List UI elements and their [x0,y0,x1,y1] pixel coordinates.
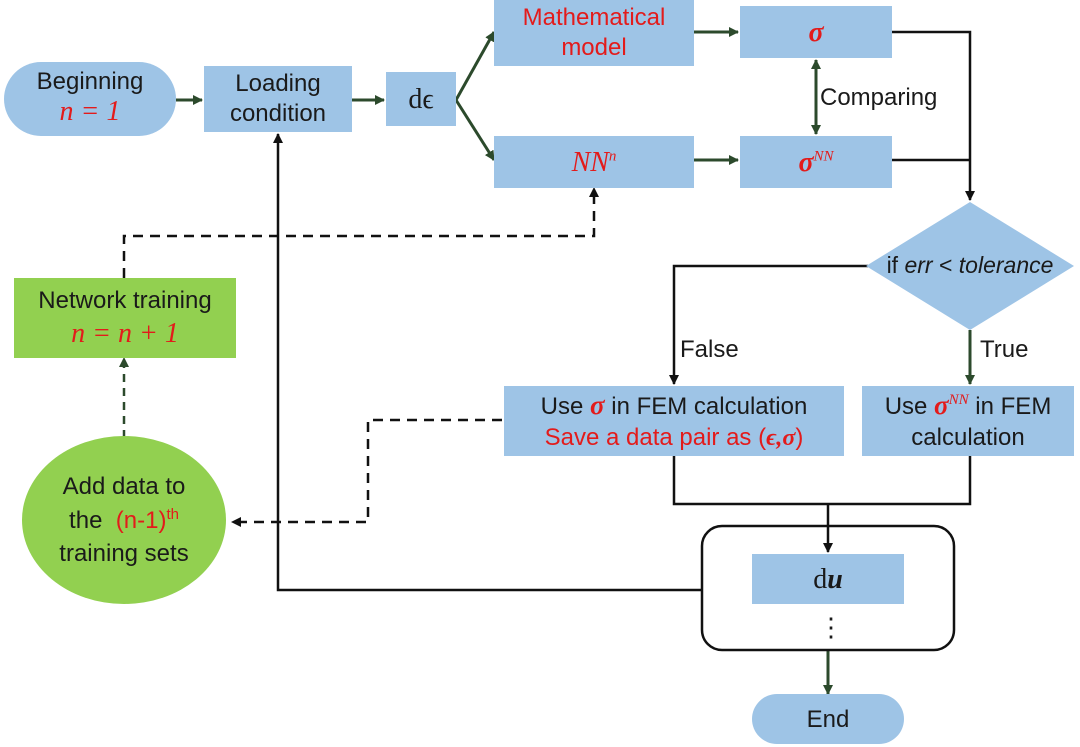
line-loop-back [273,133,702,592]
strain-increment-box: dϵ [386,72,456,126]
du-box: du [752,554,904,604]
dashed-training-to-nn [122,187,599,278]
nn-model-box: NNn [494,136,694,188]
sigma-box: σ [740,6,892,58]
math-model-box: Mathematical model [494,0,694,66]
add-data-ellipse [22,436,226,604]
line-false-branch [669,264,868,385]
network-training-box: Network training n = n + 1 [14,278,236,358]
end-label: End [806,706,850,733]
line-true-merge [828,456,972,506]
du-container [700,524,956,652]
start-label: Beginning n = 1 [36,68,144,127]
line-sigma-to-decision [892,30,975,201]
arrow-de-nn [454,99,496,161]
continuation-dots: ⋮ [818,612,844,642]
start-terminal [4,62,176,136]
line-false-merge [672,456,828,506]
end-terminal [752,694,904,744]
dashed-save-to-data [231,418,502,527]
add-data-label: Add data to the (n-1)th training sets [59,473,189,568]
decision-diamond [866,202,1074,330]
arrow-de-math [454,31,496,101]
fem-sigma-nn-box: Use σNN in FEM calculation [862,386,1074,456]
fem-sigma-box: Use σ in FEM calculation Save a data pai… [504,386,844,456]
sigma-nn-box: σNN [740,136,892,188]
decision-label: if err < tolerance [886,252,1054,278]
comparing-label: Comparing [820,84,938,111]
true-label: True [980,336,1029,363]
false-label: False [680,336,739,363]
loading-condition-box: Loading condition [204,66,352,132]
